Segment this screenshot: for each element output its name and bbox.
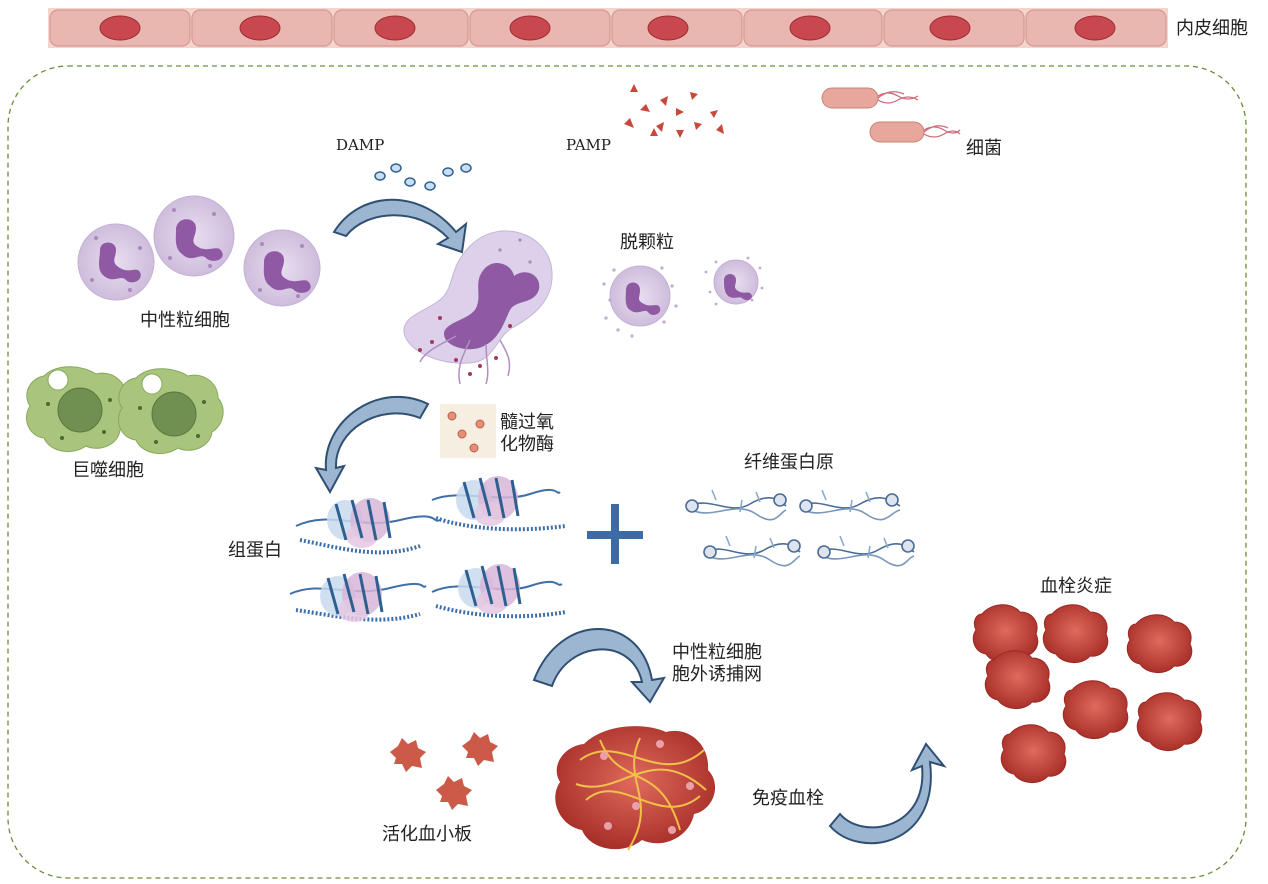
clot	[984, 650, 1051, 709]
macrophage-cell	[118, 368, 224, 455]
bacteria	[821, 87, 961, 143]
label-mpo: 髓过氧 化物酶	[500, 412, 554, 455]
clot	[1126, 614, 1193, 673]
endothelial-cell	[743, 9, 883, 47]
label-pamp: PAMP	[566, 136, 611, 154]
label-neutrophil: 中性粒细胞	[140, 310, 230, 331]
platelet	[462, 732, 498, 766]
endothelial-cell	[49, 9, 191, 47]
arrow-histone-release	[314, 395, 430, 495]
nucleosome	[289, 572, 427, 622]
label-net: 中性粒细胞 胞外诱捕网	[672, 642, 762, 685]
label-thromboinflammation: 血栓炎症	[1040, 576, 1112, 597]
damp-molecules	[374, 163, 472, 191]
arrow-net-formation	[532, 628, 666, 704]
macrophage-cell	[26, 366, 132, 453]
neutrophil-cell	[77, 223, 155, 301]
mpo-granules	[440, 404, 496, 458]
endothelial-cell	[333, 9, 469, 47]
platelet	[436, 776, 472, 810]
nucleosome	[431, 564, 567, 619]
activated-neutrophil	[403, 230, 553, 385]
label-macrophage: 巨噬细胞	[72, 460, 144, 481]
arrow-activation	[332, 198, 468, 254]
endothelial-cell	[1025, 9, 1167, 47]
histone-dna-group	[289, 476, 567, 622]
arrow-thromboinflammation	[828, 742, 947, 845]
platelet	[390, 738, 426, 772]
immunothrombus	[555, 726, 716, 851]
activated-platelets	[390, 732, 498, 810]
pamp-molecules	[624, 84, 724, 138]
nucleosome	[431, 476, 567, 532]
neutrophil-cell	[243, 229, 321, 307]
neutrophil-cell	[153, 195, 235, 277]
label-endothelial: 内皮细胞	[1176, 18, 1248, 39]
fibrinogen-group	[685, 489, 915, 567]
fibrinogen-molecule	[685, 489, 787, 521]
clot	[1062, 680, 1129, 739]
fibrinogen-molecule	[817, 535, 915, 567]
fibrinogen-molecule	[703, 535, 801, 567]
thromboinflammation-clots	[972, 604, 1203, 783]
label-bacteria: 细菌	[966, 138, 1002, 159]
label-histone: 组蛋白	[228, 540, 282, 561]
endothelial-cell	[611, 9, 743, 47]
vessel-border	[7, 65, 1247, 879]
label-platelets: 活化血小板	[382, 824, 472, 845]
macrophage-group	[26, 366, 224, 455]
endothelial-cell	[883, 9, 1025, 47]
clot	[1136, 692, 1203, 751]
nucleosome	[295, 498, 441, 555]
degranulation-cells	[602, 256, 764, 338]
endothelial-layer	[48, 8, 1168, 48]
label-fibrinogen: 纤维蛋白原	[744, 452, 834, 473]
label-damp: DAMP	[336, 136, 385, 154]
clot	[1042, 604, 1109, 663]
fibrinogen-molecule	[799, 489, 901, 521]
plus-sign	[587, 504, 643, 564]
endothelial-cell	[469, 9, 611, 47]
label-degranulation: 脱颗粒	[620, 232, 674, 253]
endothelial-cell	[191, 9, 333, 47]
label-immunothrombosis: 免疫血栓	[752, 788, 824, 809]
neutrophil-group	[77, 195, 321, 307]
clot	[1000, 724, 1067, 783]
